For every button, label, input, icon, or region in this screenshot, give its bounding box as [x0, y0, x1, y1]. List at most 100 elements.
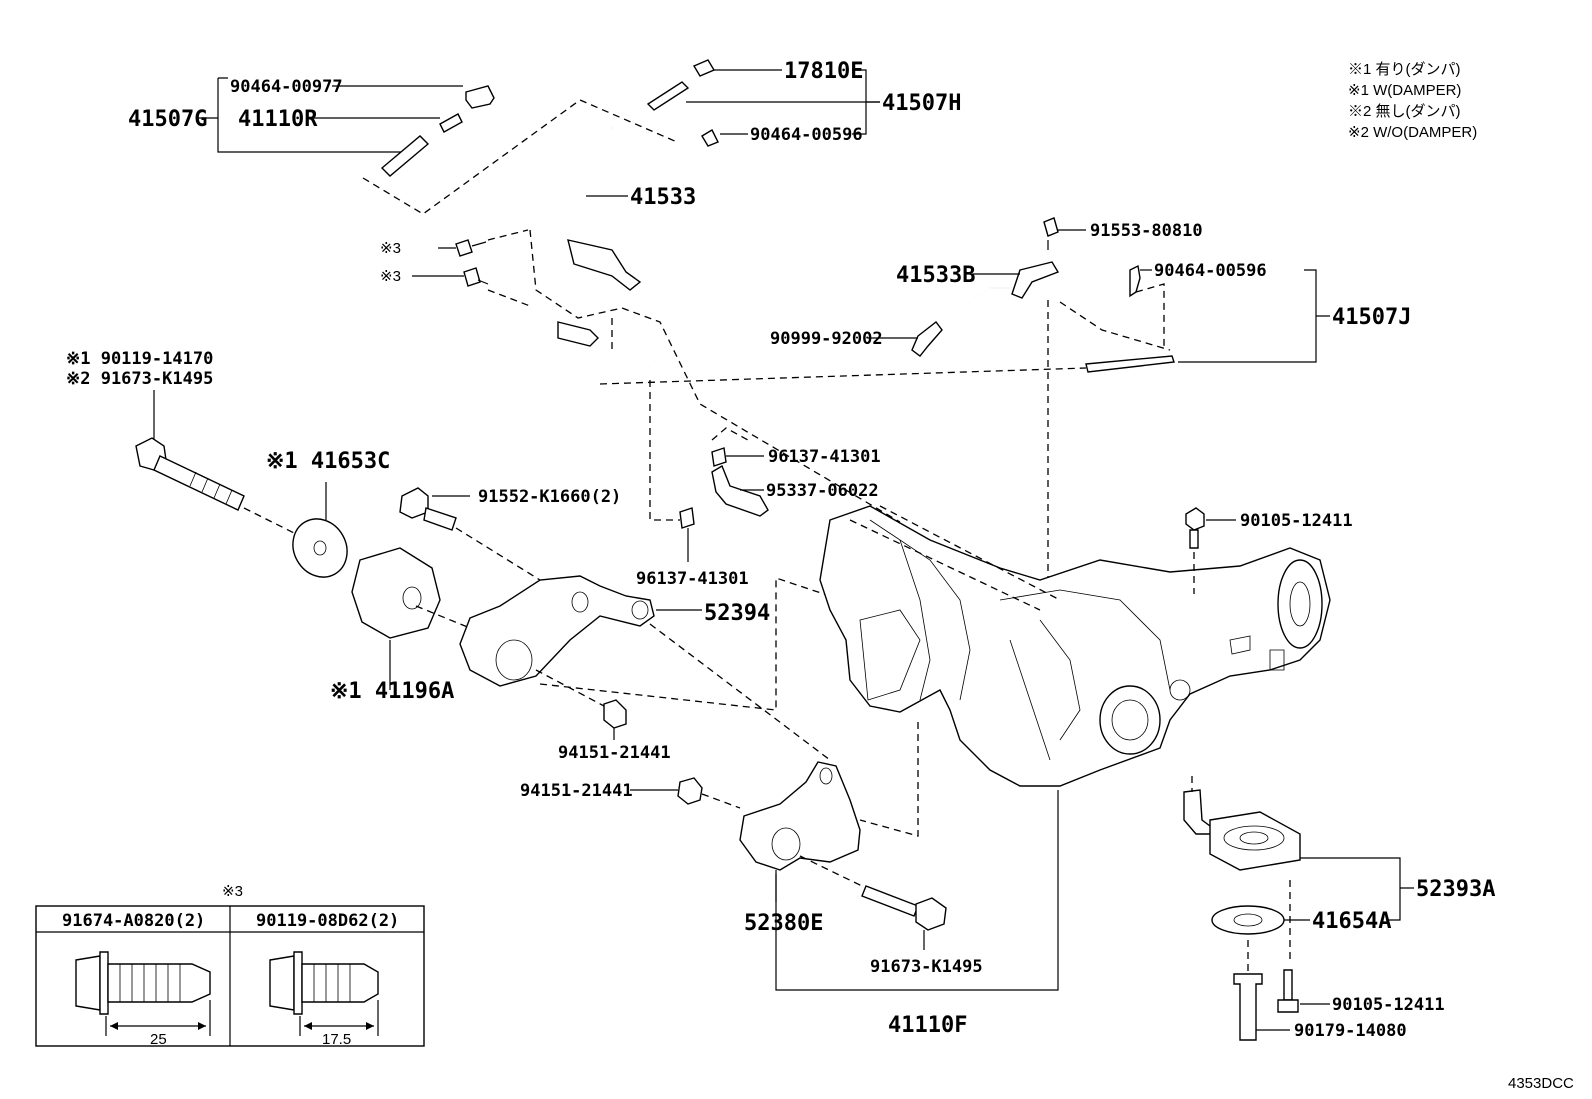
label-note3-a: ※3	[380, 240, 401, 257]
mount-52380e-group	[630, 761, 947, 950]
breather-cap	[465, 85, 495, 109]
label-91552-k1660: 91552-K1660(2)	[478, 487, 621, 507]
breather-plug	[439, 113, 463, 133]
carrier-side-flange	[1277, 559, 1323, 649]
label-90179-14080: 90179-14080	[1294, 1021, 1407, 1041]
inset-col2-title: 90119-08D62(2)	[256, 911, 399, 931]
inset-mark: ※3	[222, 883, 243, 900]
label-41533: 41533	[630, 185, 696, 210]
label-52393a: 52393A	[1416, 877, 1495, 902]
hose-90999	[911, 321, 943, 357]
label-52394: 52394	[704, 601, 770, 626]
breather-assembly-41507j	[599, 217, 1330, 580]
tube-bracket-upper	[567, 239, 642, 291]
label-bolt-wo-damper: ※2 91673-K1495	[66, 369, 213, 389]
support-52394	[459, 575, 655, 687]
label-90105-12411-bottom: 90105-12411	[1332, 995, 1445, 1015]
tube-bracket-lower	[557, 321, 599, 347]
label-52380e: 52380E	[744, 911, 823, 936]
label-90464-00977: 90464-00977	[230, 77, 343, 97]
clamp-96137-bottom	[679, 507, 695, 529]
carrier-housing	[819, 505, 1331, 787]
legend: ※1 有り(ダンパ) ※1 W(DAMPER) ※2 無し(ダンパ) ※2 W/…	[1348, 61, 1477, 141]
bolt-90105-top	[1185, 507, 1205, 531]
inset-bolt-1-head	[75, 955, 101, 1011]
clip-top	[701, 129, 719, 147]
label-bolt-w-damper: ※1 90119-14170	[66, 349, 213, 369]
bolt-91673-head	[915, 897, 947, 931]
label-96137-41301-top: 96137-41301	[768, 447, 881, 467]
label-41507h: 41507H	[882, 91, 961, 116]
bolt-90105-bottom-shank	[1283, 969, 1293, 1001]
label-90105-12411-top: 90105-12411	[1240, 511, 1353, 531]
breather-tube-41533	[529, 127, 901, 523]
breather-hose-top	[646, 81, 690, 111]
label-41653c: ※1 41653C	[266, 449, 390, 474]
bolt-90105-top-group	[1185, 507, 1236, 594]
legend-line-3: ※2 無し(ダンパ)	[1348, 103, 1461, 120]
label-94151-21441-left: 94151-21441	[520, 781, 633, 801]
label-90464-00596-top: 90464-00596	[750, 125, 863, 145]
bolt-91553	[1043, 217, 1059, 237]
inset-bolt-1-shank	[107, 963, 211, 1003]
breather-hose	[380, 135, 430, 177]
legend-line-1: ※1 有り(ダンパ)	[1348, 61, 1461, 78]
damper-group	[135, 390, 441, 690]
bolt-91552-shank	[423, 507, 457, 531]
inset-bolt-table: ※3 91674-A0820(2) 90119-08D62(2) 25 17.5	[35, 883, 425, 1048]
inset-col1-dim: 25	[150, 1031, 167, 1048]
inset-bolt-2-head	[269, 955, 295, 1011]
differential-carrier-41110f	[775, 505, 1331, 991]
mount-52393a-group	[1183, 776, 1414, 1041]
damper-41196a	[351, 547, 441, 639]
carrier-output-flange	[1099, 685, 1161, 755]
hose-95337	[711, 464, 769, 517]
mount-52380e	[739, 761, 861, 871]
breather-hose-95337	[649, 380, 769, 562]
bolt-90105-bottom-head	[1277, 999, 1299, 1013]
washer-41653c	[292, 518, 348, 578]
bracket-bolts	[412, 229, 531, 307]
breather-assembly-41507h	[646, 59, 880, 147]
legend-line-2: ※1 W(DAMPER)	[1348, 82, 1461, 99]
clip-right	[1129, 264, 1141, 298]
breather-plug-top	[692, 59, 716, 77]
label-41533b: 41533B	[896, 263, 975, 288]
label-91553-80810: 91553-80810	[1090, 221, 1203, 241]
label-95337-06022: 95337-06022	[766, 481, 879, 501]
mount-52393a	[1209, 811, 1301, 871]
bolt-90119-shank	[153, 455, 245, 511]
label-41196a: ※1 41196A	[330, 679, 454, 704]
label-91673-k1495: 91673-K1495	[870, 957, 983, 977]
inset-col1-title: 91674-A0820(2)	[62, 911, 205, 931]
drawing-code: 4353DCC	[1508, 1075, 1574, 1092]
inset-bolt-2-shank	[301, 963, 379, 1003]
label-90464-00596-right: 90464-00596	[1154, 261, 1267, 281]
label-41110r: 41110R	[238, 107, 318, 132]
label-41654a: 41654A	[1312, 909, 1391, 934]
bolt-91552-head	[399, 487, 429, 519]
label-41507g: 41507G	[128, 107, 207, 132]
nut-94151-right	[603, 699, 627, 729]
label-note3-b: ※3	[380, 268, 401, 285]
label-96137-41301-bottom: 96137-41301	[636, 569, 749, 589]
breather-assembly-41507g	[196, 77, 678, 215]
nut-94151-left	[677, 777, 703, 805]
bracket-bolt-a	[455, 239, 473, 257]
bolt-91673-shank	[861, 885, 919, 917]
label-41507j: 41507J	[1332, 305, 1411, 330]
legend-line-4: ※2 W/O(DAMPER)	[1348, 124, 1477, 141]
hose-right	[1085, 355, 1175, 373]
label-17810e: 17810E	[784, 59, 863, 84]
stopper-41654a	[1211, 905, 1285, 935]
collar-90179	[1233, 973, 1263, 1041]
clamp-96137-top	[711, 447, 727, 467]
inset-col2-dim: 17.5	[322, 1031, 351, 1048]
label-94151-21441-right: 94151-21441	[558, 743, 671, 763]
label-41110f: 41110F	[888, 1013, 967, 1038]
support-52394-group	[399, 487, 831, 761]
tube-41533b-bracket	[1011, 261, 1060, 299]
label-90999-92002: 90999-92002	[770, 329, 883, 349]
bracket-bolt-b	[463, 267, 481, 287]
